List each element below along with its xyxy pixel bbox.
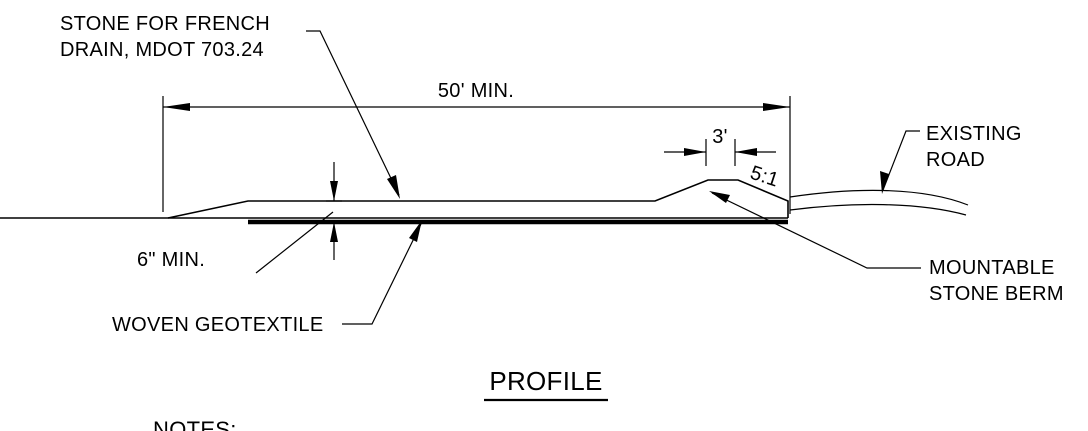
existing-road-leader-arrowhead [880,171,889,194]
existing-road-label-line2: ROAD [926,149,985,171]
berm-label-line2: STONE BERM [929,283,1064,305]
berm-width-arrowhead-right [735,148,757,156]
length-arrowhead-left [163,103,190,111]
length-arrowhead-right [763,103,790,111]
berm-label-line1: MOUNTABLE [929,257,1055,279]
berm-slope-label: 5:1 [747,162,781,192]
stone-leader-arrowhead [387,175,400,199]
stone-leader-line [306,30,400,196]
existing-road-upper-curve [789,189,969,206]
stone-pad-outline [167,179,789,219]
depth-arrowhead-bottom [330,222,338,242]
length-dimension-label: 50' MIN. [438,80,514,102]
profile-title: PROFILE [489,366,602,396]
existing-road-leader-line [882,130,920,191]
berm-width-arrowhead-left [684,148,706,156]
depth-leader-line [255,211,334,274]
depth-arrowhead-top [330,181,338,201]
berm-leader-line [711,192,921,269]
berm-leader-arrowhead [709,191,730,203]
geotextile-label: WOVEN GEOTEXTILE [112,314,324,336]
geotextile-leader-arrowhead [409,220,422,242]
stone-label-line2: DRAIN, MDOT 703.24 [60,39,264,61]
berm-width-label: 3' [712,126,728,148]
depth-label: 6" MIN. [137,249,205,271]
notes-heading: NOTES: [153,417,237,431]
existing-road-lower-curve [789,203,967,216]
stone-label-line1: STONE FOR FRENCH [60,13,270,35]
geotextile-leader-line [342,223,422,325]
existing-road-label-line1: EXISTING [926,123,1022,145]
